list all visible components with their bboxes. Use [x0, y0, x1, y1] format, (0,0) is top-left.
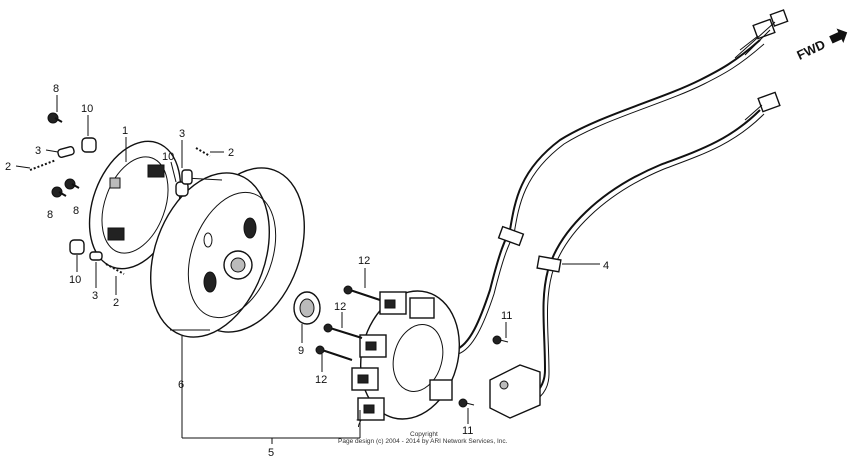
fwd-indicator: FWD	[794, 28, 848, 63]
stator-part	[351, 290, 461, 421]
callout-9: 9	[298, 345, 304, 357]
wire-harness	[454, 9, 789, 405]
copyright-line2: Page design (c) 2004 - 2014 by ARI Netwo…	[338, 438, 508, 445]
callout-11-upper: 11	[501, 310, 512, 322]
fasteners	[29, 112, 509, 408]
copyright-notice: Copyright Page design (c) 2004 - 2014 by…	[338, 431, 508, 445]
fwd-arrow-icon	[829, 28, 848, 44]
fwd-label: FWD	[794, 37, 827, 63]
callout-8-top: 8	[53, 83, 59, 95]
callout-10-mid: 10	[162, 151, 174, 163]
callout-11-lower: 11	[462, 425, 473, 437]
callout-12-mid: 12	[334, 301, 346, 313]
callout-5: 5	[268, 447, 274, 459]
callout-8-left-a: 8	[47, 209, 53, 221]
leader-lines	[15, 95, 600, 444]
callout-12-top: 12	[358, 255, 370, 267]
callout-2-top: 2	[228, 147, 234, 159]
callout-8-left-b: 8	[73, 205, 79, 217]
callout-3-bottom: 3	[92, 290, 98, 302]
callout-2-bottom: 2	[113, 297, 119, 309]
callout-7: 7	[356, 418, 362, 430]
callout-6: 6	[178, 379, 184, 391]
callout-3-top: 3	[179, 128, 185, 140]
flywheel-part	[150, 167, 305, 338]
pulse-generator-part	[489, 364, 541, 419]
callout-labels: 8 10 3 2 1 3 2 10 8 8 10 3 2 9 12 12 12 …	[5, 83, 609, 459]
copyright-line1: Copyright	[410, 431, 438, 438]
callout-10-top: 10	[81, 103, 93, 115]
callout-10-bottom: 10	[69, 274, 81, 286]
callout-12-bottom: 12	[315, 374, 327, 386]
callout-1: 1	[122, 125, 128, 137]
callout-2-left: 2	[5, 161, 11, 173]
callout-4: 4	[603, 260, 609, 272]
callout-3-left: 3	[35, 145, 41, 157]
nut-part	[293, 291, 321, 325]
